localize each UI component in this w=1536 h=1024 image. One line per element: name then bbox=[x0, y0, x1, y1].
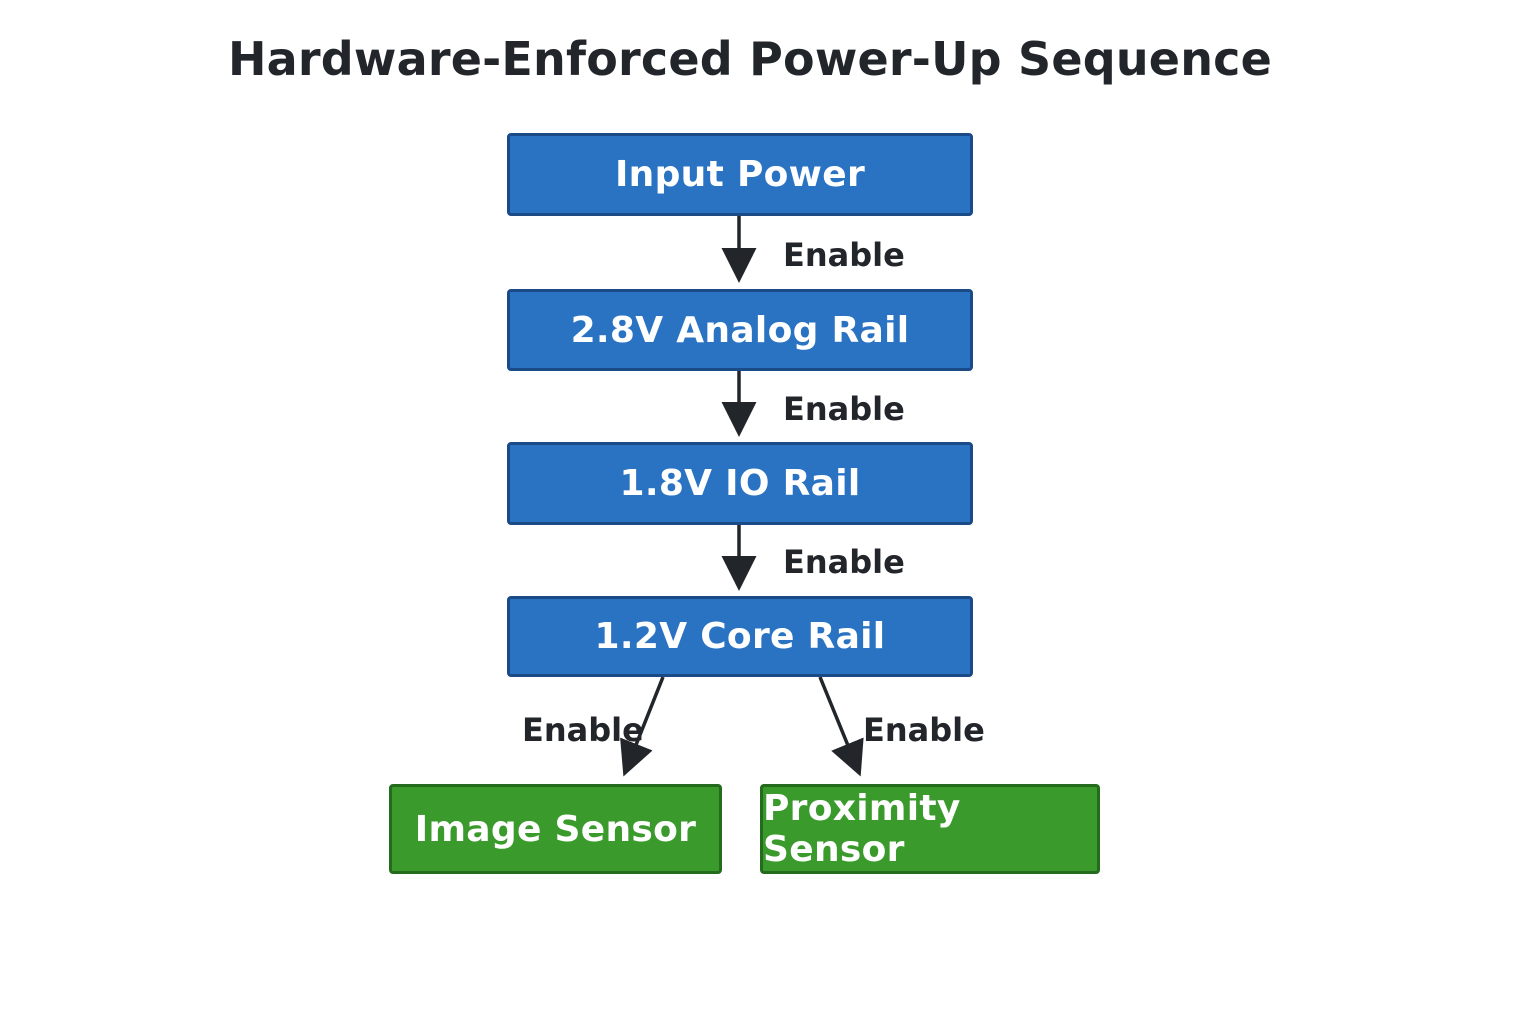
node-proximity-sensor: Proximity Sensor bbox=[760, 784, 1100, 874]
edge-label-io-to-core: Enable bbox=[783, 543, 905, 581]
node-analog-rail-label: 2.8V Analog Rail bbox=[570, 309, 910, 351]
arrow-core-to-proximity bbox=[818, 676, 864, 777]
edge-label-input-to-analog: Enable bbox=[783, 236, 905, 274]
node-core-rail: 1.2V Core Rail bbox=[507, 596, 973, 677]
node-io-rail-label: 1.8V IO Rail bbox=[619, 463, 861, 504]
node-io-rail: 1.8V IO Rail bbox=[507, 442, 973, 525]
diagram-title: Hardware-Enforced Power-Up Sequence bbox=[227, 32, 1273, 86]
node-proximity-sensor-label: Proximity Sensor bbox=[763, 788, 961, 870]
node-analog-rail: 2.8V Analog Rail bbox=[507, 289, 973, 371]
edge-label-core-to-image: Enable bbox=[522, 711, 644, 749]
edge-label-analog-to-io: Enable bbox=[783, 390, 905, 428]
node-image-sensor: Image Sensor bbox=[389, 784, 722, 874]
node-input-power-label: Input Power bbox=[614, 154, 865, 195]
arrow-core-to-image bbox=[620, 676, 665, 777]
node-input-power: Input Power bbox=[507, 133, 973, 216]
edge-label-core-to-proximity: Enable bbox=[863, 711, 985, 749]
node-core-rail-label: 1.2V Core Rail bbox=[594, 616, 886, 657]
node-image-sensor-label: Image Sensor bbox=[414, 808, 697, 850]
